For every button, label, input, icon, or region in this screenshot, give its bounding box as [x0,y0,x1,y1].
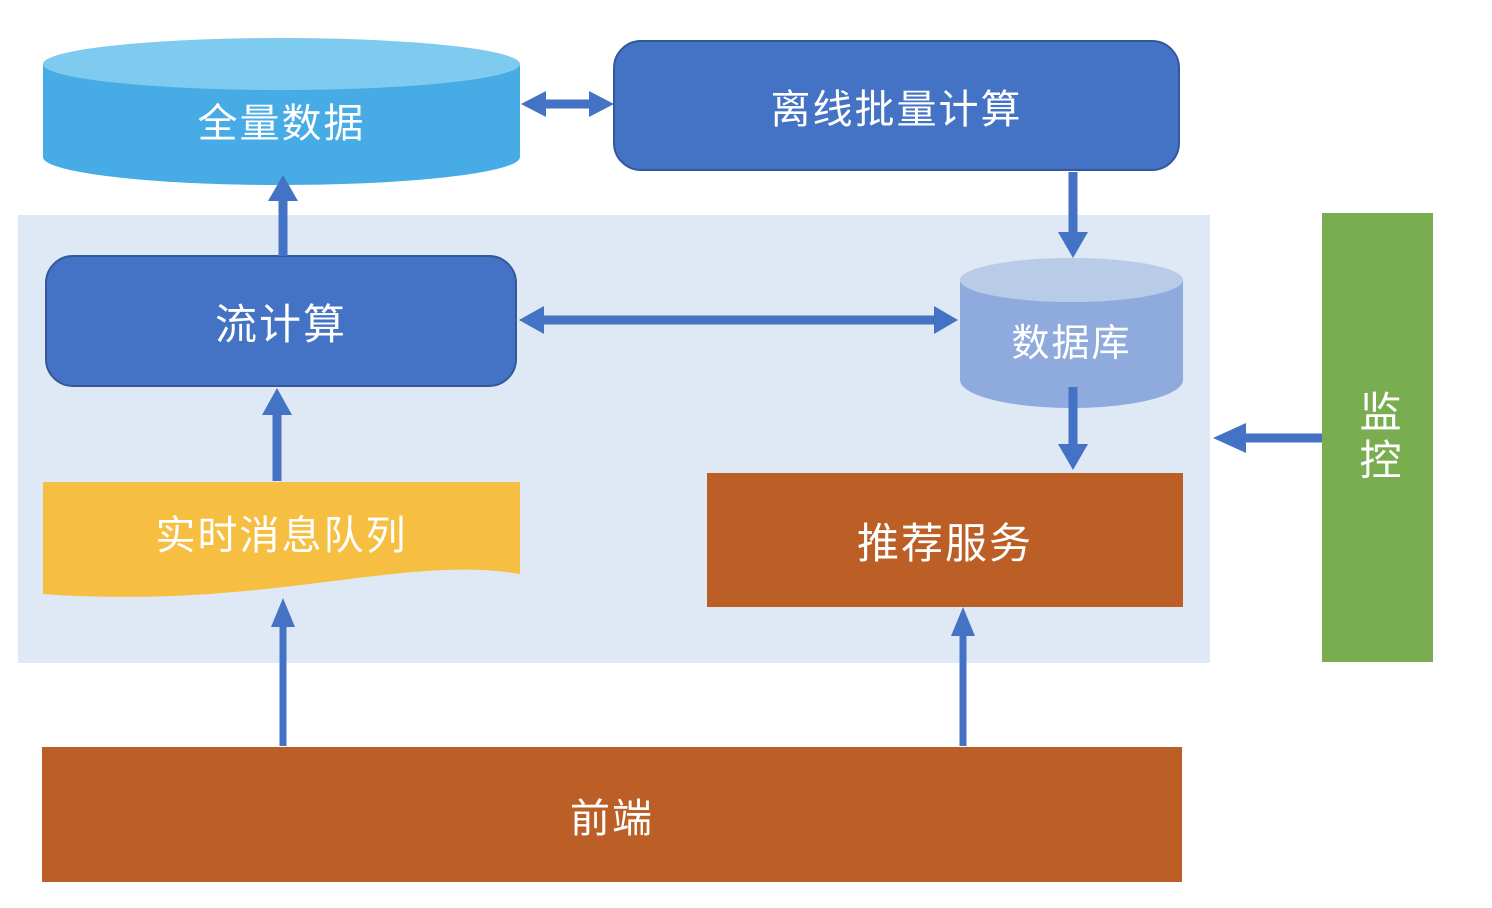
arrow-monitoring-panel [1213,423,1322,453]
cylinder-shape [43,38,520,185]
node-recommend-service: 推荐服务 [707,473,1183,607]
cylinder-shape [960,258,1183,408]
node-label-realtime-queue: 实时消息队列 [155,514,408,558]
node-label-frontend: 前端 [570,796,654,841]
node-full-data: 全量数据 [43,38,520,185]
arrow-fulldata-offline-bidirectional [521,91,614,117]
node-label-database: 数据库 [1011,322,1132,365]
node-stream-compute: 流计算 [45,255,517,387]
node-monitoring: 监控 [1322,213,1433,662]
node-label-offline-batch: 离线批量计算 [770,87,1023,132]
node-label-recommend-service: 推荐服务 [856,519,1033,567]
node-frontend: 前端 [42,747,1182,882]
node-offline-batch: 离线批量计算 [613,40,1180,171]
node-realtime-queue: 实时消息队列 [43,482,520,613]
node-label-full-data: 全量数据 [197,101,366,146]
node-label-monitoring: 监控 [1354,389,1401,486]
node-label-stream-compute: 流计算 [214,300,347,348]
wave-shape [43,482,520,597]
node-database: 数据库 [960,258,1183,408]
